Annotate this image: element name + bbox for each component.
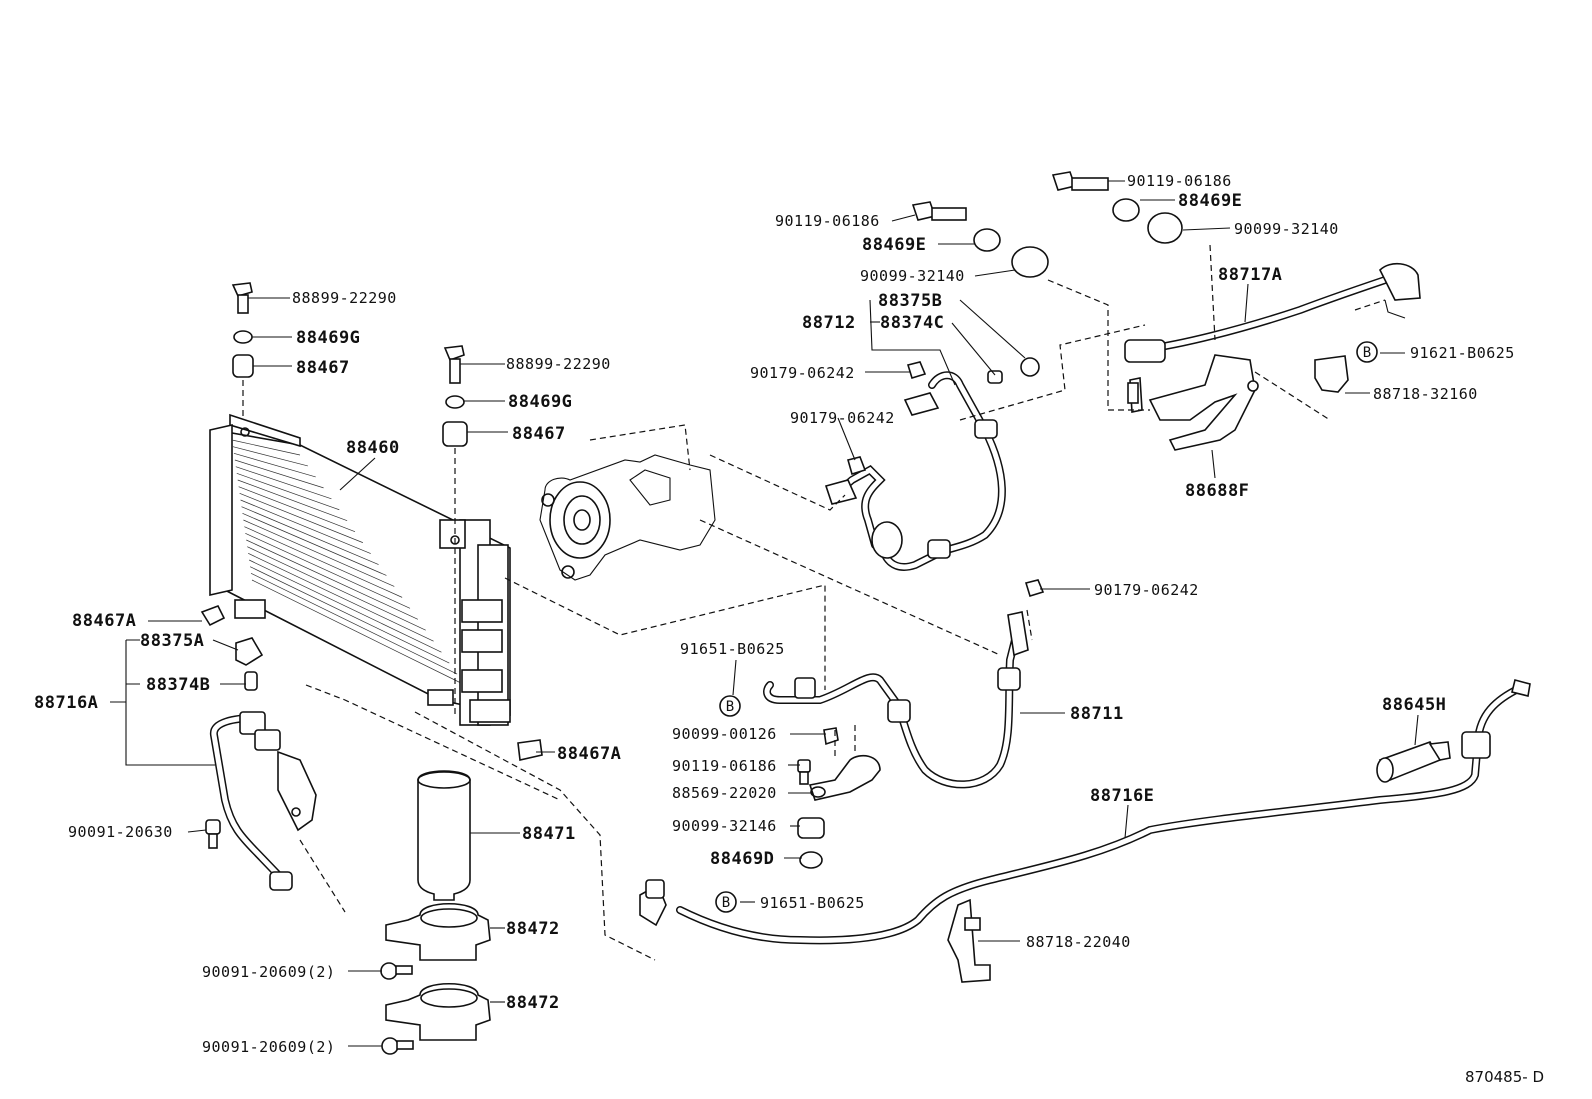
label-washer-88469d: 88469D xyxy=(710,849,774,869)
condenser-fin xyxy=(231,439,301,456)
pipe-88716e-shape xyxy=(639,679,1531,945)
label-cushion-88469g-mid: 88469G xyxy=(508,392,572,412)
label-clamp-88569-22020: 88569-22020 xyxy=(672,784,777,802)
label-bracket-88472-lower: 88472 xyxy=(506,993,560,1013)
clip-marker-b-lower: B xyxy=(715,891,737,913)
label-clip-91651-b0625-upper: 91651-B0625 xyxy=(680,640,785,658)
bracket-88472-lower xyxy=(385,982,491,1041)
label-sleeve-90099-32146: 90099-32146 xyxy=(672,817,777,835)
pipe-88716a-shape xyxy=(210,711,317,891)
assembly-guide-lines xyxy=(242,244,1386,961)
label-bolt-90091-20609-lower: 90091-20609(2) xyxy=(202,1038,335,1056)
condenser-fin xyxy=(239,493,363,543)
condenser-fin xyxy=(242,513,387,576)
bracket-88688f-shape xyxy=(1129,354,1259,451)
condenser-fin xyxy=(234,459,324,489)
label-bolt-88899-22290-left: 88899-22290 xyxy=(292,289,397,307)
label-nut-90179-06242-upper: 90179-06242 xyxy=(750,364,855,382)
label-bracket-88688f: 88688F xyxy=(1185,481,1249,501)
label-clamp-88718-22040: 88718-22040 xyxy=(1026,933,1131,951)
label-sleeve-90099-00126: 90099-00126 xyxy=(672,725,777,743)
pressure-switch-88645h xyxy=(1376,741,1451,783)
leader-lines xyxy=(110,180,1419,1047)
condenser-fin xyxy=(243,519,395,587)
bracket-88472-upper xyxy=(385,902,491,961)
condenser-fin xyxy=(249,566,450,664)
label-cushion-88467a-right: 88467A xyxy=(557,744,621,764)
label-sleeve-90099-32140-mid: 90099-32140 xyxy=(860,267,965,285)
condenser-fin xyxy=(232,446,308,467)
condenser-fin xyxy=(248,553,434,642)
label-bolt-90119-06186-top: 90119-06186 xyxy=(1127,172,1232,190)
clamp-88718-22040 xyxy=(947,898,991,983)
condenser-fin xyxy=(237,479,348,522)
condenser-fin xyxy=(245,533,411,609)
label-valve-88374b: 88374B xyxy=(146,675,210,695)
label-nut-90179-06242-lower: 90179-06242 xyxy=(1094,581,1199,599)
condenser-fin xyxy=(240,499,371,554)
label-washer-88469e-mid: 88469E xyxy=(862,235,926,255)
drawing-number: 870485- D xyxy=(1465,1068,1544,1086)
marker-b-letter: B xyxy=(1363,345,1371,361)
label-cap-88375a: 88375A xyxy=(140,631,204,651)
label-bolt-90091-20630: 90091-20630 xyxy=(68,823,173,841)
label-sleeve-90099-32140-top: 90099-32140 xyxy=(1234,220,1339,238)
condenser-fin xyxy=(248,559,442,653)
label-cushion-88467-mid: 88467 xyxy=(512,424,566,444)
condenser-fin xyxy=(246,539,419,620)
label-cushion-88467a-left: 88467A xyxy=(72,611,136,631)
label-cushion-88469g-left: 88469G xyxy=(296,328,360,348)
clip-marker-b-mid: B xyxy=(719,695,741,717)
label-bracket-88472-upper: 88472 xyxy=(506,919,560,939)
marker-b-letter: B xyxy=(726,699,734,715)
label-valve-88374c: 88374C xyxy=(880,313,944,333)
label-switch-88645h: 88645H xyxy=(1382,695,1446,715)
clip-marker-b-upper: B xyxy=(1356,341,1378,363)
marker-b-letter: B xyxy=(722,895,730,911)
label-bolt-90119-06186-low: 90119-06186 xyxy=(672,757,777,775)
label-clip-91651-b0625-lower: 91651-B0625 xyxy=(760,894,865,912)
label-cap-88375b: 88375B xyxy=(878,291,942,311)
label-bolt-90091-20609-upper: 90091-20609(2) xyxy=(202,963,335,981)
condenser-fin xyxy=(251,579,466,686)
label-bolt-88899-22290-mid: 88899-22290 xyxy=(506,355,611,373)
label-bolt-90119-06186-mid: 90119-06186 xyxy=(775,212,880,230)
label-receiver-88471: 88471 xyxy=(522,824,576,844)
label-hose-88712: 88712 xyxy=(802,313,856,333)
label-condenser-88460: 88460 xyxy=(346,438,400,458)
condenser-fin xyxy=(244,526,403,598)
fasteners xyxy=(200,171,1349,1055)
label-pipe-88717a: 88717A xyxy=(1218,265,1282,285)
condenser-fin xyxy=(247,546,426,631)
condenser-fin xyxy=(235,466,332,500)
condenser-fin xyxy=(233,452,316,478)
label-pipe-88716e: 88716E xyxy=(1090,786,1154,806)
label-cushion-88467-left: 88467 xyxy=(296,358,350,378)
pipe-88717a-shape xyxy=(1124,262,1421,363)
receiver-drier xyxy=(417,770,471,901)
condenser-fin xyxy=(236,473,340,511)
label-washer-88469e-top: 88469E xyxy=(1178,191,1242,211)
label-hose-88711: 88711 xyxy=(1070,704,1124,724)
compressor-outline xyxy=(539,454,716,581)
label-clamp-88718-32160: 88718-32160 xyxy=(1373,385,1478,403)
hose-88711-shape xyxy=(763,611,1029,789)
condenser-fin xyxy=(238,486,356,532)
hose-88712-shape xyxy=(824,371,1006,571)
label-nut-90179-06242-mid: 90179-06242 xyxy=(790,409,895,427)
condenser-fin xyxy=(241,506,379,565)
label-clip-91621-b0625: 91621-B0625 xyxy=(1410,344,1515,362)
label-pipe-88716a: 88716A xyxy=(34,693,98,713)
condenser-assembly xyxy=(209,413,511,726)
condenser-fin xyxy=(250,573,458,675)
